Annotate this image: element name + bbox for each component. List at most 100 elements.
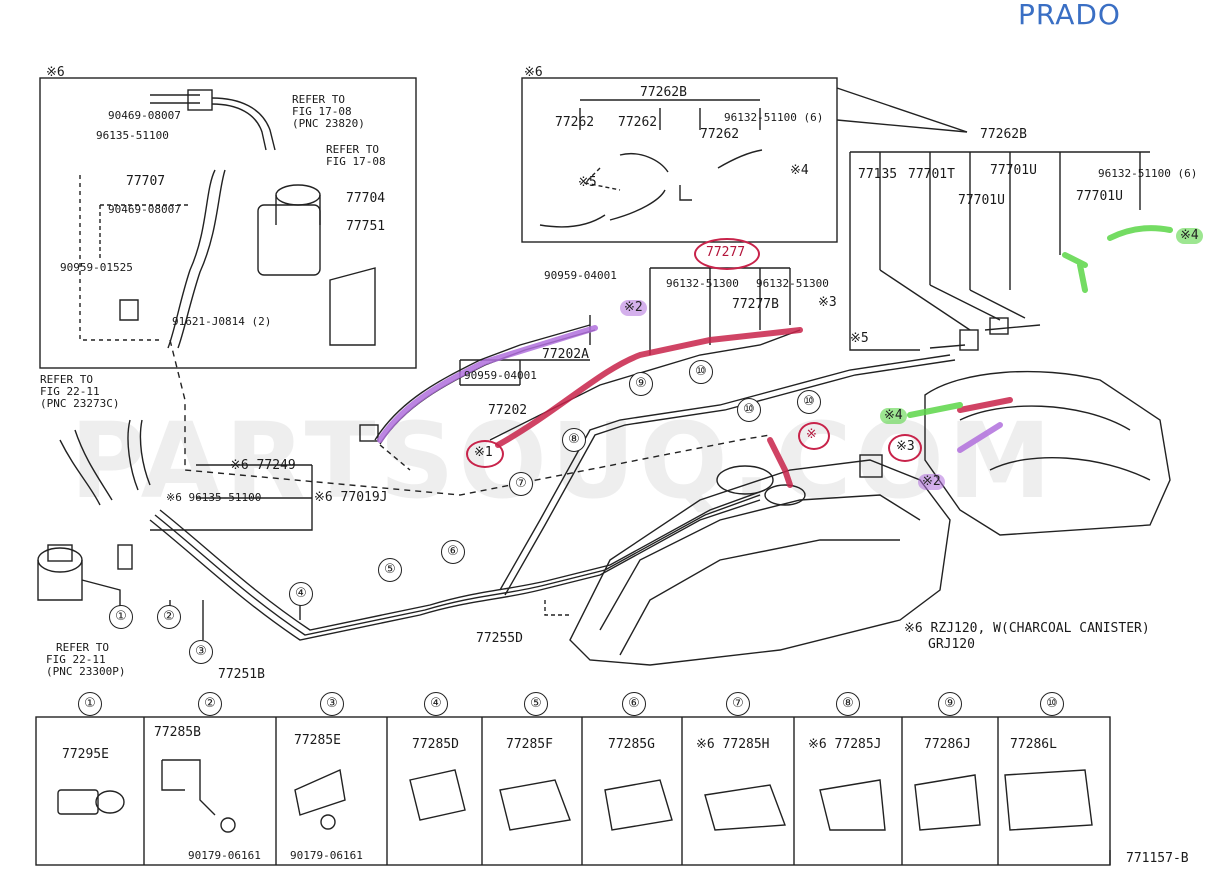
- marker-4-green-mid: ※4: [880, 408, 907, 424]
- table-part-77286l: 77286L: [1010, 737, 1057, 752]
- table-callout-5: ⑤: [524, 692, 548, 716]
- refer-c-1: REFER TO: [40, 373, 93, 386]
- part-label-90959-04001-top: 90959-04001: [544, 269, 617, 282]
- marker-5-right: ※5: [850, 331, 869, 346]
- table-part-77285e: 77285E: [294, 733, 341, 748]
- part-label-77701t: 77701T: [908, 167, 955, 182]
- callout-3: ③: [189, 640, 213, 664]
- table-part-77285d: 77285D: [412, 737, 459, 752]
- part-label-90959-01525: 90959-01525: [60, 261, 133, 274]
- part-label-77202: 77202: [488, 403, 528, 418]
- table-callout-2: ②: [198, 692, 222, 716]
- part-label-77751: 77751: [346, 219, 386, 234]
- callout-1: ①: [109, 605, 133, 629]
- callout-10b: ⑩: [737, 398, 761, 422]
- part-label-77262-b: 77262: [618, 115, 658, 130]
- marker-2-purple-mid: ※2: [918, 474, 945, 490]
- part-label-77277-ring: [694, 238, 760, 270]
- refer-d-2: FIG 22-11: [46, 653, 106, 666]
- table-part-77285h: ※6 77285H: [696, 737, 770, 752]
- callout-2: ②: [157, 605, 181, 629]
- table-part-77285j: ※6 77285J: [808, 737, 882, 752]
- inset-right-frame: [521, 77, 838, 243]
- table-callout-9: ⑨: [938, 692, 962, 716]
- callout-7: ⑦: [509, 472, 533, 496]
- part-label-77255d: 77255D: [476, 631, 523, 646]
- table-part-77286j: 77286J: [924, 737, 971, 752]
- green-hose-highlight: [1062, 252, 1088, 293]
- table-part-77285b: 77285B: [154, 725, 201, 740]
- inset-left-refer-b-1: REFER TO: [326, 143, 379, 156]
- table-callout-6: ⑥: [622, 692, 646, 716]
- inset-left-refer-a-1: REFER TO: [292, 93, 345, 106]
- marker-4-inset: ※4: [790, 163, 809, 178]
- part-label-96135-51100-main: ※6 96135-51100: [166, 491, 262, 504]
- clamp-table-frame: [35, 716, 1111, 866]
- refer-c-2: FIG 22-11: [40, 385, 100, 398]
- marker-3-ring: [888, 434, 922, 462]
- inset-left-refer-a-2: FIG 17-08: [292, 105, 352, 118]
- part-label-96132-51100-inset: 96132-51100 (6): [724, 111, 824, 124]
- part-label-90469-08007-b: 90469-08007: [108, 203, 181, 216]
- part-label-77704: 77704: [346, 191, 386, 206]
- part-label-90959-04001-mid: 90959-04001: [464, 369, 537, 382]
- callout-10a: ⑩: [689, 360, 713, 384]
- part-label-77262b: 77262B: [980, 127, 1027, 142]
- callout-8: ⑧: [562, 428, 586, 452]
- callout-5: ⑤: [378, 558, 402, 582]
- part-label-77262-a: 77262: [555, 115, 595, 130]
- refer-d-1: REFER TO: [56, 641, 109, 654]
- table-callout-3: ③: [320, 692, 344, 716]
- table-callout-1: ①: [78, 692, 102, 716]
- refer-c-3: (PNC 23273C): [40, 397, 120, 410]
- inset-right-tag: ※6: [524, 65, 543, 80]
- part-label-96135-51100: 96135-51100: [96, 129, 169, 142]
- marker-1-star-ring: [798, 422, 830, 450]
- inset-left-refer-b-2: FIG 17-08: [326, 155, 386, 168]
- part-label-77202a: 77202A: [542, 347, 589, 362]
- part-label-77262b-inset: 77262B: [640, 85, 687, 100]
- part-label-77262-c: 77262: [700, 127, 740, 142]
- marker-1-ring: [466, 440, 504, 468]
- callout-9: ⑨: [629, 372, 653, 396]
- inset-left-refer-a-3: (PNC 23820): [292, 117, 365, 130]
- part-label-96132-51300-b: 96132-51300: [756, 277, 829, 290]
- part-label-77019j: ※6 77019J: [314, 490, 388, 505]
- callout-10c: ⑩: [797, 390, 821, 414]
- table-part-90179-06161-b: 90179-06161: [290, 849, 363, 862]
- table-part-77285g: 77285G: [608, 737, 655, 752]
- marker-2-purple-top: ※2: [620, 300, 647, 316]
- part-label-77701u-b: 77701U: [958, 193, 1005, 208]
- part-label-96132-51100-main: 96132-51100 (6): [1098, 167, 1198, 180]
- note-line-1: ※6 RZJ120, W(CHARCOAL CANISTER): [904, 621, 1150, 636]
- inset-left-tag: ※6: [46, 65, 65, 80]
- marker-4-green-top: ※4: [1176, 228, 1203, 244]
- part-label-96132-51300-a: 96132-51300: [666, 277, 739, 290]
- part-label-77251b: 77251B: [218, 667, 265, 682]
- note-line-2: GRJ120: [928, 637, 975, 652]
- table-part-90179-06161-a: 90179-06161: [188, 849, 261, 862]
- part-label-77701u-a: 77701U: [990, 163, 1037, 178]
- table-part-77285f: 77285F: [506, 737, 553, 752]
- table-callout-8: ⑧: [836, 692, 860, 716]
- table-callout-7: ⑦: [726, 692, 750, 716]
- inset-left-frame: [39, 77, 417, 369]
- part-label-77249: ※6 77249: [230, 458, 296, 473]
- red-hose-highlight: [495, 327, 803, 448]
- marker-3-top: ※3: [818, 295, 837, 310]
- part-label-77707: 77707: [126, 174, 166, 189]
- refer-d-3: (PNC 23300P): [46, 665, 126, 678]
- part-label-77277b: 77277B: [732, 297, 779, 312]
- marker-5-inset: ※5: [578, 175, 597, 190]
- purple-hose-highlight: [377, 325, 598, 443]
- part-label-77701u-c: 77701U: [1076, 189, 1123, 204]
- table-callout-4: ④: [424, 692, 448, 716]
- table-part-77295e: 77295E: [62, 747, 109, 762]
- table-callout-10: ⑩: [1040, 692, 1064, 716]
- part-label-90469-08007-a: 90469-08007: [108, 109, 181, 122]
- callout-6: ⑥: [441, 540, 465, 564]
- figure-id: 771157-B: [1126, 851, 1189, 866]
- handwritten-model-note: PRADO: [1018, 0, 1121, 31]
- part-label-77135: 77135: [858, 167, 898, 182]
